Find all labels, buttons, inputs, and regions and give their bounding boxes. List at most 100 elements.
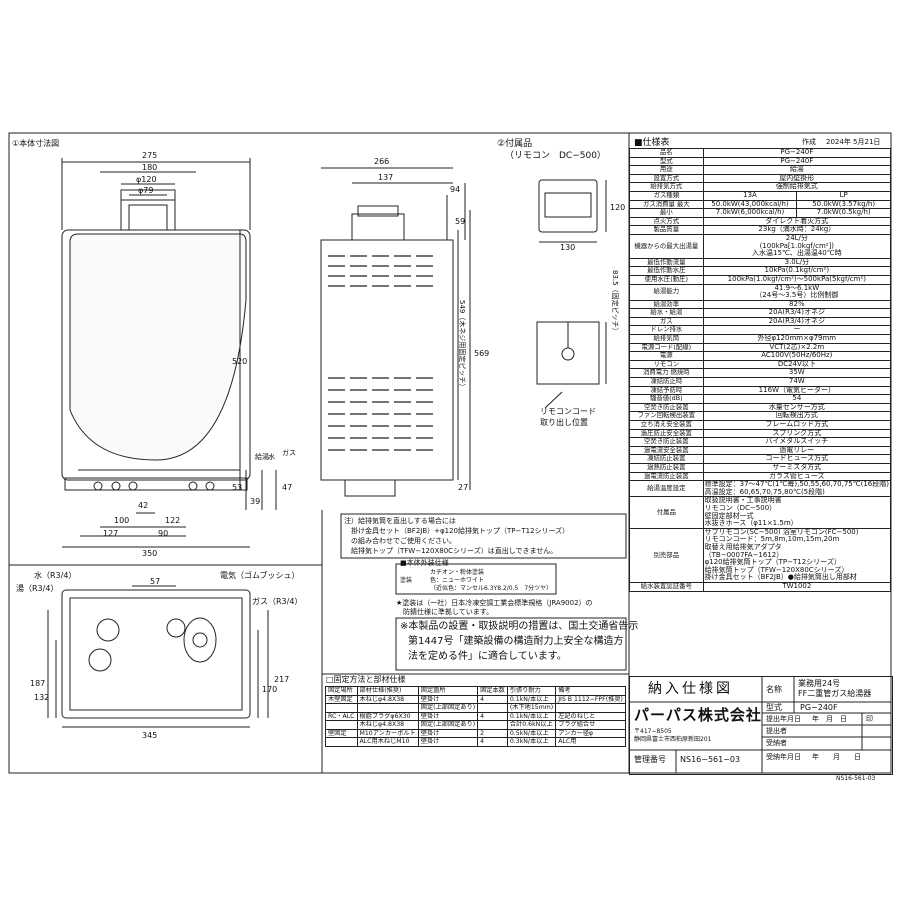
fix-cell bbox=[477, 703, 508, 713]
dim-42: 42 bbox=[138, 501, 149, 510]
fix-cell: 0.1kN/本以上 bbox=[506, 711, 557, 721]
spec-value: 取扱説明書・工事説明書 リモコン（DC−500） 壁固定部材一式 水抜きホース（… bbox=[702, 496, 892, 529]
spec-row: 用途給湯 bbox=[629, 165, 892, 175]
fix-title: □固定方法と部材仕様 bbox=[326, 675, 406, 684]
appearance-row-label: 塗装 bbox=[400, 577, 413, 584]
spec-value: 82% bbox=[702, 299, 892, 310]
name-label: 名称 bbox=[766, 685, 782, 694]
spec-value: ガラス管ヒューズ bbox=[702, 471, 892, 482]
spec-value: 35W bbox=[702, 368, 892, 379]
title-block bbox=[629, 676, 893, 775]
fix-cell: 左記のねじと bbox=[555, 711, 626, 721]
spec-value: PG−240F bbox=[702, 156, 892, 167]
star-note: 防錆仕様に準拠しています。 bbox=[396, 608, 494, 616]
spec-row: 空焚き防止装置バイメタルスイッチ bbox=[629, 437, 892, 447]
spec-row: 電源コード(配線)VCT(2芯)×2.2m bbox=[629, 342, 892, 353]
spec-value: 13A bbox=[702, 190, 798, 201]
fixing-pitch-label: 83.5（固定ピッチ） bbox=[611, 270, 619, 335]
spec-label: 騒音値(dB) bbox=[629, 394, 704, 404]
spec-label: 用途 bbox=[629, 165, 704, 175]
dim-127: 127 bbox=[103, 529, 119, 538]
fix-cell: 0.5kN/本以上 bbox=[506, 728, 557, 738]
conn-label-water: 水 bbox=[268, 453, 275, 461]
spec-label: 空焚き防止装置 bbox=[629, 402, 704, 413]
remote-title: （リモコン DC−500） bbox=[505, 151, 606, 161]
fix-cell: 4 bbox=[477, 737, 508, 747]
dim-27: 27 bbox=[458, 483, 469, 492]
spec-row: 給湯温度設定標準設定：37〜47℃(1℃毎),50,55,60,70,75℃(1… bbox=[629, 480, 892, 498]
dim-39: 39 bbox=[250, 497, 261, 506]
fix-cell: 壁掛け bbox=[417, 694, 479, 704]
dim-120: 120 bbox=[610, 203, 626, 212]
spec-row: 給排気筒外径φ120mm×φ79mm bbox=[629, 334, 892, 344]
fix-cell: アンカー径φ bbox=[555, 728, 626, 738]
spec-value: 41.9〜6.1kW （24号〜3.5号）比例制御 bbox=[702, 283, 892, 301]
fix-cell: M10アンカーボルト bbox=[356, 728, 419, 738]
spec-label: ガス bbox=[629, 316, 704, 327]
created-date: 2024年 5月21日 bbox=[826, 138, 881, 146]
dim-122: 122 bbox=[165, 516, 181, 525]
spec-label: 過電流防止装置 bbox=[629, 471, 704, 482]
spec-row: 設置方式屋内壁掛形 bbox=[629, 173, 892, 184]
spec-label: 電源コード(配線) bbox=[629, 342, 704, 353]
spec-value: 100kPa(1.0kgf/cm²)〜500kPa(5kgf/cm²) bbox=[702, 274, 892, 285]
spec-heading: ■仕様表 bbox=[634, 138, 670, 148]
spec-label: ガス消費量 最大 bbox=[629, 199, 704, 210]
spec-label: 給排気方式 bbox=[629, 182, 704, 192]
dim-187: 187 bbox=[30, 679, 46, 688]
compliance-note: ※本製品の設置・取扱説明の措置は、国土交通省告示 bbox=[400, 621, 639, 632]
spec-value: 標準設定：37〜47℃(1℃毎),50,55,60,70,75℃(16段階) 高… bbox=[702, 480, 892, 498]
spec-row: 過電流防止装置ガラス管ヒューズ bbox=[629, 471, 892, 482]
dim-520: 520 bbox=[232, 357, 248, 366]
dim-217: 217 bbox=[274, 675, 290, 684]
fix-cell: JIS B 1112−FPF(推奨) bbox=[555, 694, 626, 704]
spec-value: ー bbox=[702, 325, 892, 336]
spec-label: 消費電力 燃焼時 bbox=[629, 368, 704, 379]
dim-phi79: φ79 bbox=[138, 186, 154, 195]
bottom-power-label: 電気（ゴムブッシュ） bbox=[220, 571, 300, 580]
spec-label: ファン回転検出装置 bbox=[629, 411, 704, 421]
spec-row: 空焚き防止装置水量センサー方式 bbox=[629, 402, 892, 413]
spec-value: 給湯 bbox=[702, 165, 892, 175]
spec-value: 10kPa(0.1kgf/cm²) bbox=[702, 266, 892, 276]
document-title: 納入仕様図 bbox=[648, 681, 733, 697]
spec-value: DC24V以下 bbox=[702, 359, 892, 370]
dim-phi120: φ120 bbox=[136, 175, 157, 184]
dim-53: 53 bbox=[232, 483, 243, 492]
appearance-title: ■本体外装仕様 bbox=[400, 559, 449, 567]
note-line: の組み合わせでご使用ください。 bbox=[344, 537, 456, 545]
dim-59: 59 bbox=[455, 217, 466, 226]
fix-cell: 固定(上部固定あり) bbox=[417, 703, 479, 713]
spec-value: バイメタルスイッチ bbox=[702, 437, 892, 447]
fix-cell bbox=[325, 703, 358, 713]
spec-value: PG−240F bbox=[702, 148, 892, 158]
appearance-row: カチオン・粉体塗装 bbox=[430, 569, 485, 576]
dim-170: 170 bbox=[262, 685, 278, 694]
spec-label: 空焚き防止装置 bbox=[629, 437, 704, 447]
spec-row: 別売部品サブリモコン(SC−500) 浴室リモコン(FC−500) リモコンコー… bbox=[629, 527, 892, 583]
remote-cord-label2: 取り出し位置 bbox=[540, 418, 588, 427]
dim-180: 180 bbox=[142, 163, 158, 172]
spec-value: 過電リレー bbox=[702, 445, 892, 456]
fix-cell: 木壁固定 bbox=[325, 694, 358, 704]
spec-label: 給湯効率 bbox=[629, 299, 704, 310]
submit-date-value: 年 月 日 bbox=[812, 715, 847, 723]
dim-57: 57 bbox=[150, 577, 161, 586]
spec-row: 過電流安全装置過電リレー bbox=[629, 445, 892, 456]
spec-label: 設置方式 bbox=[629, 173, 704, 184]
spec-value: 116W（電気ヒーター） bbox=[702, 385, 892, 396]
submit-date-label: 提出年月日 bbox=[766, 715, 801, 723]
fix-header: 固定本数 bbox=[477, 686, 508, 696]
spec-label: 付属品 bbox=[629, 496, 704, 529]
footer-code: NS16-561-03 bbox=[836, 775, 876, 782]
